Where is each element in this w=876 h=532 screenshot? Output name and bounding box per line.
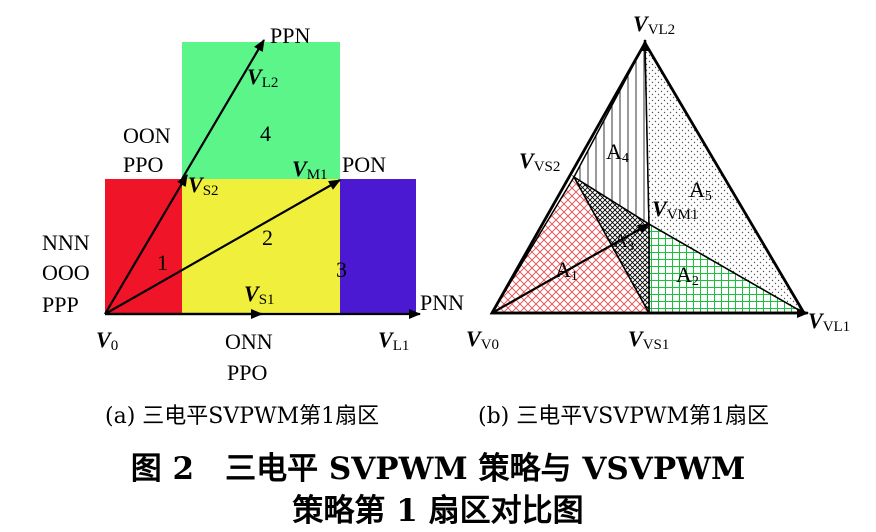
state-ppo-bottom: PPO: [227, 360, 267, 385]
state-ooo: OOO: [42, 260, 90, 285]
state-onn: ONN: [225, 329, 273, 354]
region-2-label: 2: [262, 225, 273, 250]
figure-title-line-1: 图 2 三电平 SVPWM 策略与 VSVPWM: [130, 451, 746, 487]
vector-vm1-arrow: [104, 179, 341, 315]
figure-title-line-2: 策略第 1 扇区对比图: [292, 493, 584, 529]
state-oon: OON: [123, 123, 171, 148]
caption-b: (b) 三电平VSVPWM第1扇区: [478, 404, 770, 429]
vector-vs1-label: VS1: [244, 281, 275, 308]
state-ppn: PPN: [270, 23, 310, 48]
region-2-yellow: [182, 179, 340, 314]
region-4-green: [182, 42, 340, 179]
vector-vs2-arrow: [104, 174, 188, 315]
arrow-vvm1: [491, 223, 650, 314]
state-ppo-top: PPO: [123, 152, 163, 177]
state-pnn: PNN: [420, 290, 464, 315]
vector-vm1-label: VM1: [292, 156, 328, 183]
vector-vl1-label: VL1: [378, 327, 409, 354]
state-ppp: PPP: [42, 292, 79, 317]
vector-vvm1-label: VVM1: [652, 196, 698, 223]
vector-vv0-label: VV0: [466, 326, 499, 353]
vector-v0-label: V0: [96, 327, 118, 354]
vector-vvs2-label: VVS2: [519, 148, 560, 175]
vector-vvl2-label: VVL2: [633, 11, 675, 38]
region-a3-label: A3: [614, 231, 634, 253]
state-pon: PON: [342, 152, 386, 177]
vector-vvs1-label: VVS1: [628, 326, 669, 353]
region-3-label: 3: [336, 257, 347, 282]
region-a5-label: A5: [689, 177, 712, 204]
region-a2-label: A2: [676, 262, 699, 289]
region-a1-label: A1: [555, 257, 578, 284]
region-4-label: 4: [260, 121, 271, 146]
region-a4-label: A4: [606, 139, 629, 166]
caption-a: (a) 三电平SVPWM第1扇区: [105, 404, 380, 429]
svpwm-sector-diagram: PPN OON PPO PON NNN OOO PPP PNN ONN PPO …: [42, 23, 464, 385]
vector-vl2-arrow: [181, 39, 265, 180]
vector-vl2-label: VL2: [247, 64, 278, 91]
region-1-label: 1: [157, 250, 168, 275]
vector-vvl1-label: VVL1: [808, 308, 850, 335]
vector-vs2-label: VS2: [188, 172, 219, 199]
vsvpwm-sector-diagram: VVL2 VVS2 VVM1 VV0 VVS1 VVL1 A1 A2 A3 A4…: [466, 11, 850, 353]
region-3-blue: [340, 179, 416, 314]
state-nnn: NNN: [42, 230, 90, 255]
